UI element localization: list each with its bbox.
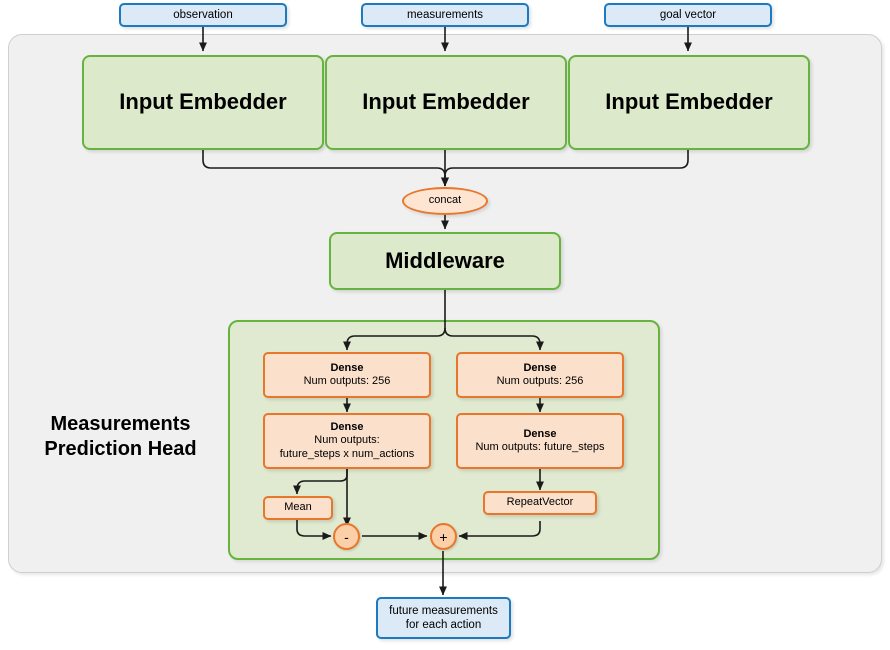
input-embedder-2[interactable]: Input Embedder bbox=[325, 55, 567, 150]
page-title-line2: Prediction Head bbox=[44, 438, 197, 460]
left-dense-256[interactable]: Dense Num outputs: 256 bbox=[263, 352, 431, 398]
repeat-vector-label: RepeatVector bbox=[506, 496, 574, 509]
page-title: Measurements Prediction Head bbox=[18, 412, 223, 462]
input-box-observation[interactable]: observation bbox=[119, 3, 287, 27]
output-box-line2: for each action bbox=[405, 619, 482, 631]
minus-operator[interactable]: - bbox=[333, 523, 360, 550]
right-dense-256-detail: Num outputs: 256 bbox=[496, 375, 584, 387]
concat-node[interactable]: concat bbox=[402, 187, 488, 215]
input-box-measurements[interactable]: measurements bbox=[361, 3, 529, 27]
right-dense-future-steps[interactable]: Dense Num outputs: future_steps bbox=[456, 413, 624, 469]
mean-label: Mean bbox=[284, 501, 312, 514]
input-box-measurements-label: measurements bbox=[406, 8, 484, 21]
right-dense-256[interactable]: Dense Num outputs: 256 bbox=[456, 352, 624, 398]
input-embedder-1-label: Input Embedder bbox=[119, 89, 287, 115]
input-embedder-3[interactable]: Input Embedder bbox=[568, 55, 810, 150]
input-box-observation-label: observation bbox=[173, 8, 233, 21]
left-dense-future-steps-actions[interactable]: Dense Num outputs: future_steps x num_ac… bbox=[263, 413, 431, 469]
right-dense-future-detail: Num outputs: future_steps bbox=[475, 441, 605, 453]
right-dense-future-title: Dense bbox=[523, 427, 557, 440]
input-box-goal-vector-label: goal vector bbox=[659, 8, 717, 21]
repeat-vector-node[interactable]: RepeatVector bbox=[483, 491, 597, 515]
output-box-future-measurements[interactable]: future measurements for each action bbox=[376, 597, 511, 639]
input-embedder-2-label: Input Embedder bbox=[362, 89, 530, 115]
plus-operator[interactable]: + bbox=[430, 523, 457, 550]
page-title-line1: Measurements bbox=[50, 413, 191, 435]
input-box-goal-vector[interactable]: goal vector bbox=[604, 3, 772, 27]
left-dense-256-title: Dense bbox=[330, 361, 364, 374]
left-dense-256-detail: Num outputs: 256 bbox=[303, 375, 391, 387]
middleware-label: Middleware bbox=[385, 247, 505, 273]
left-dense-future-detail-1: Num outputs: bbox=[314, 434, 380, 447]
middleware-node[interactable]: Middleware bbox=[329, 232, 561, 290]
plus-operator-label: + bbox=[439, 528, 448, 545]
right-dense-256-title: Dense bbox=[523, 361, 557, 374]
left-dense-future-detail-2: future_steps x num_actions bbox=[279, 447, 415, 460]
left-dense-future-title: Dense bbox=[330, 420, 364, 433]
concat-label: concat bbox=[428, 194, 462, 207]
input-embedder-3-label: Input Embedder bbox=[605, 89, 773, 115]
minus-operator-label: - bbox=[344, 528, 349, 545]
mean-node[interactable]: Mean bbox=[263, 496, 333, 520]
input-embedder-1[interactable]: Input Embedder bbox=[82, 55, 324, 150]
output-box-line1: future measurements bbox=[389, 604, 498, 617]
